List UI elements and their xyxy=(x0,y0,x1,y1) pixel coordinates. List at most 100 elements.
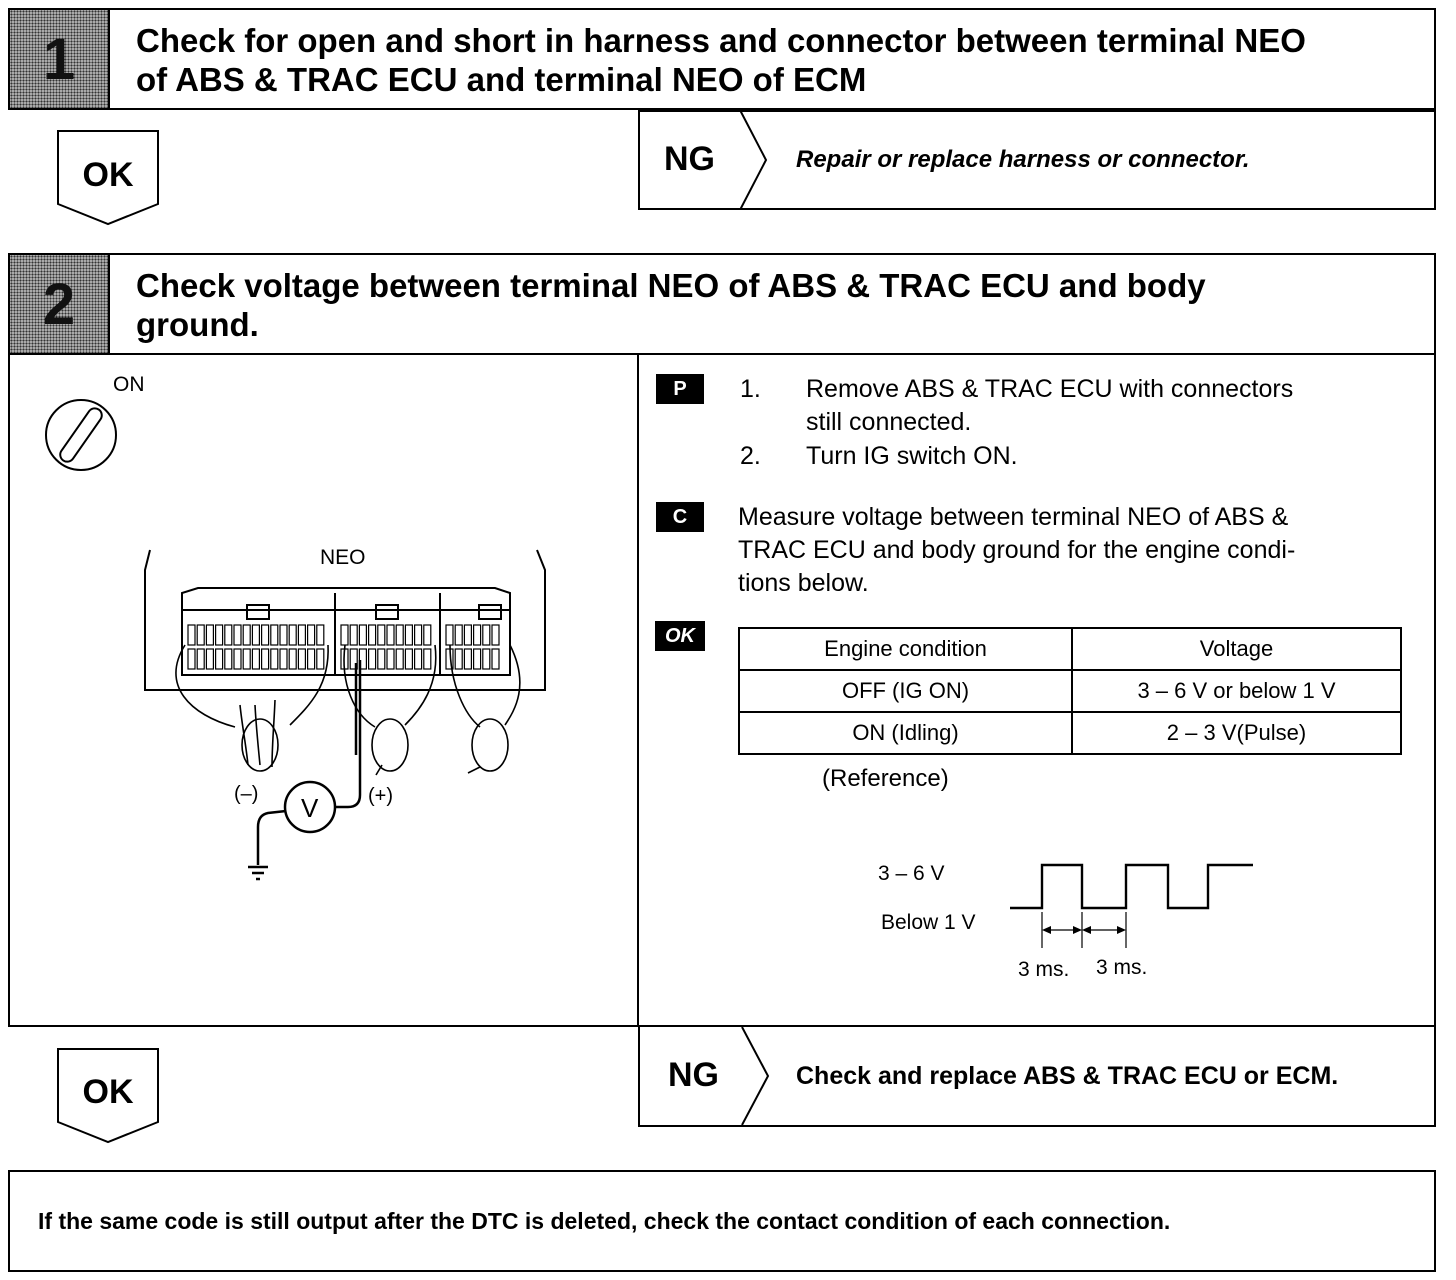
waveform-low-label: Below 1 V xyxy=(881,911,976,934)
ecu-connector-icon xyxy=(144,549,546,691)
connector-pin xyxy=(297,624,306,646)
reference-label: (Reference) xyxy=(822,765,949,792)
step1-title-line2: of ABS & TRAC ECU and terminal NEO of EC… xyxy=(136,61,867,98)
connector-pin xyxy=(349,648,358,670)
step1-title: Check for open and short in harness and … xyxy=(136,21,1426,99)
prep-step-1-num: 1. xyxy=(740,375,761,403)
connector-pin xyxy=(307,648,316,670)
connector-pin xyxy=(251,648,260,670)
table-row: ON (Idling) 2 – 3 V(Pulse) xyxy=(738,711,1402,755)
connector-pin xyxy=(261,648,270,670)
step2-ok-label: OK xyxy=(82,1073,134,1111)
connector-pin xyxy=(463,624,472,646)
ignition-switch-icon xyxy=(45,399,117,471)
connector-pin xyxy=(233,624,242,646)
probe-plus-label: (+) xyxy=(368,785,393,807)
step1-title-line1: Check for open and short in harness and … xyxy=(136,22,1306,59)
connector-pin xyxy=(377,648,386,670)
connector-pin xyxy=(358,624,367,646)
connector-pin xyxy=(482,648,491,670)
step1-ng-label: NG xyxy=(664,140,715,178)
connector-pin xyxy=(377,624,386,646)
step2-title: Check voltage between terminal NEO of AB… xyxy=(136,266,1426,344)
table-cell: 3 – 6 V or below 1 V xyxy=(1071,669,1402,713)
connector-pin xyxy=(404,648,413,670)
connector-pin xyxy=(270,624,279,646)
prep-badge: P xyxy=(656,374,704,404)
connector-pin xyxy=(445,624,454,646)
connector-pin xyxy=(316,624,325,646)
step2-ng-action: Check and replace ABS & TRAC ECU or ECM. xyxy=(796,1062,1339,1090)
connector-pin xyxy=(404,624,413,646)
step1-ng-box xyxy=(638,110,1436,210)
connector-pin xyxy=(473,624,482,646)
connector-pin xyxy=(242,648,251,670)
prep-step-2: 2. Turn IG switch ON. xyxy=(740,440,1430,473)
connector-pin xyxy=(340,624,349,646)
connector-pin xyxy=(491,648,500,670)
ignition-on-label: ON xyxy=(113,373,145,396)
connector-pin xyxy=(491,624,500,646)
voltage-spec-table: Engine condition Voltage OFF (IG ON) 3 –… xyxy=(738,627,1402,755)
step2-ng-chevron xyxy=(741,1027,770,1125)
check-badge: C xyxy=(656,502,704,532)
ok-badge: OK xyxy=(655,621,705,651)
prep-step-1-line1: Remove ABS & TRAC ECU with connectors xyxy=(806,375,1294,403)
connector-pin xyxy=(279,648,288,670)
check-line-2: TRAC ECU and body ground for the engine … xyxy=(738,536,1296,564)
table-cell: 2 – 3 V(Pulse) xyxy=(1071,711,1402,755)
step2-title-line1: Check voltage between terminal NEO of AB… xyxy=(136,267,1206,304)
connector-pin xyxy=(196,648,205,670)
meter-symbol: V xyxy=(301,793,319,823)
step1-header xyxy=(8,8,1436,110)
connector-pin xyxy=(288,648,297,670)
step1-ng-action: Repair or replace harness or connector. xyxy=(796,146,1250,173)
connector-pin xyxy=(224,624,233,646)
waveform-period-2: 3 ms. xyxy=(1096,956,1147,979)
prep-step-1: 1.Remove ABS & TRAC ECU with connectors … xyxy=(740,373,1430,439)
waveform-high-label: 3 – 6 V xyxy=(878,862,945,885)
prep-step-2-num: 2. xyxy=(740,442,761,470)
connector-pin xyxy=(316,648,325,670)
step2-header xyxy=(8,253,1436,355)
connector-pin xyxy=(242,624,251,646)
table-cell: ON (Idling) xyxy=(738,711,1073,755)
connector-pin xyxy=(205,648,214,670)
connector-pin xyxy=(270,648,279,670)
connector-pin xyxy=(463,648,472,670)
connector-pin xyxy=(349,624,358,646)
step1-ng-chevron xyxy=(739,110,768,210)
connector-pin xyxy=(368,648,377,670)
pulse-waveform-diagram: 3 – 6 V Below 1 V 3 ms. 3 ms. xyxy=(878,862,1253,981)
table-header-row: Engine condition Voltage xyxy=(738,627,1402,671)
footer-note-box: If the same code is still output after t… xyxy=(8,1170,1436,1272)
connector-pin xyxy=(196,624,205,646)
connector-pin xyxy=(288,624,297,646)
check-line-3: tions below. xyxy=(738,569,869,597)
connector-pin xyxy=(473,648,482,670)
connector-pin xyxy=(261,624,270,646)
step2-ng-label: NG xyxy=(668,1056,719,1094)
connector-pin xyxy=(187,648,196,670)
connector-pin xyxy=(423,624,432,646)
table-header-voltage: Voltage xyxy=(1071,627,1402,671)
connector-pin xyxy=(224,648,233,670)
connector-pin xyxy=(386,624,395,646)
table-row: OFF (IG ON) 3 – 6 V or below 1 V xyxy=(738,669,1402,713)
ecu-connector-diagram: ON NEO V (–) (+) xyxy=(45,373,546,881)
connector-pin xyxy=(386,648,395,670)
connector-pin xyxy=(414,624,423,646)
prep-step-2-line1: Turn IG switch ON. xyxy=(806,442,1018,470)
connector-pin xyxy=(395,624,404,646)
connector-pin xyxy=(395,648,404,670)
step2-ng-box xyxy=(638,1025,1436,1127)
connector-pin xyxy=(215,648,224,670)
connector-pin xyxy=(454,624,463,646)
connector-pin xyxy=(358,648,367,670)
step2-number-badge: 2 xyxy=(10,255,110,353)
step2-body-divider xyxy=(637,353,639,1027)
step1-ok-label: OK xyxy=(82,156,134,194)
footer-note: If the same code is still output after t… xyxy=(38,1207,1171,1234)
connector-pin xyxy=(414,648,423,670)
step1-number: 1 xyxy=(42,26,76,92)
